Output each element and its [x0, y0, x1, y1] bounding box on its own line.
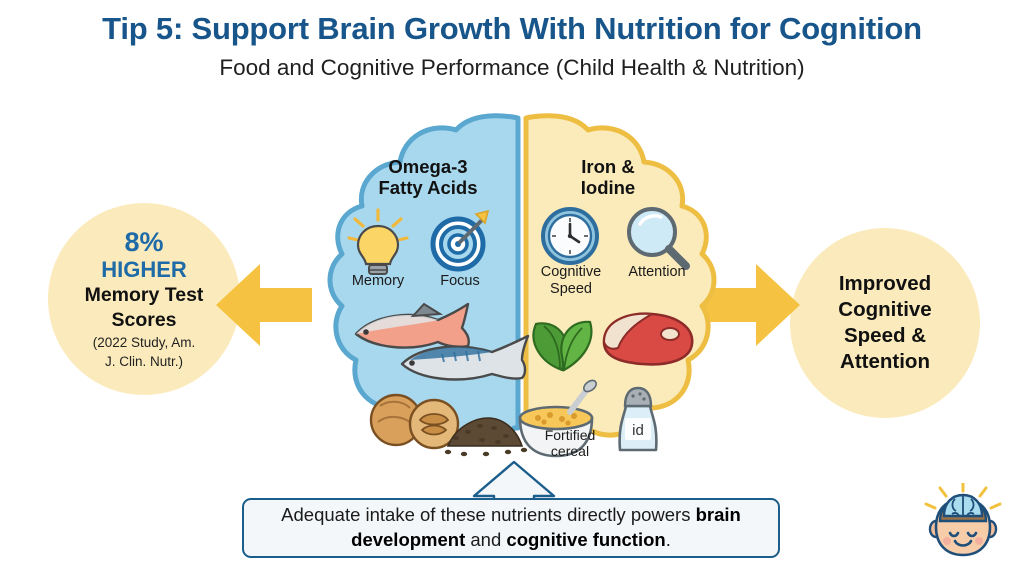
- right-outcome-circle: Improved Cognitive Speed & Attention: [790, 228, 980, 418]
- salmon-icon: [354, 302, 470, 349]
- left-arrow-icon: [216, 264, 312, 346]
- cereal-bowl-icon: [518, 379, 597, 458]
- stat-label-line1: Memory Test: [84, 284, 204, 307]
- left-lobe-title-line2: Fatty Acids: [378, 177, 478, 199]
- right-lobe-title-line1: Iron &: [581, 156, 635, 177]
- stat-label-line2: Scores: [111, 308, 177, 331]
- caption-part2: and: [465, 529, 507, 550]
- stat-value: 8%: [124, 227, 164, 258]
- fortified-cereal-caption-line2: cereal: [550, 442, 590, 459]
- left-stat-circle: 8% HIGHER Memory Test Scores (2022 Study…: [48, 203, 240, 395]
- header: Tip 5: Support Brain Growth With Nutriti…: [0, 11, 1024, 81]
- attention-caption: Attention: [628, 264, 686, 280]
- caption-text: Adequate intake of these nutrients direc…: [244, 503, 778, 553]
- caption-bold1: brain development: [351, 504, 741, 550]
- outcome-line3: Speed &: [843, 324, 927, 347]
- caption-part1: Adequate intake of these nutrients direc…: [281, 504, 696, 526]
- stat-source-line2: J. Clin. Nutr.): [104, 353, 183, 369]
- salt-shaker-icon: id: [618, 386, 658, 452]
- stat-emphasis: HIGHER: [101, 256, 187, 282]
- caption-box: Adequate intake of these nutrients direc…: [242, 498, 780, 558]
- brain-kid-mascot-icon: [924, 483, 1002, 557]
- steak-icon: [602, 312, 694, 366]
- fortified-cereal-caption: Fortified cereal: [524, 427, 616, 460]
- stat-source-line1: (2022 Study, Am.: [92, 334, 196, 350]
- lightbulb-icon: [347, 208, 409, 275]
- cognitive-speed-caption-line2: Speed: [550, 280, 592, 297]
- caption-bold2: cognitive function: [506, 529, 666, 550]
- page-title: Tip 5: Support Brain Growth With Nutriti…: [102, 11, 922, 46]
- focus-caption: Focus: [440, 273, 480, 289]
- outcome-line1: Improved: [838, 271, 932, 295]
- walnut-icon: [369, 393, 460, 450]
- salt-shaker-label: id: [632, 422, 644, 439]
- brain-diagram: id: [327, 113, 717, 458]
- mackerel-icon: [400, 334, 530, 381]
- outcome-line2: Cognitive: [838, 297, 932, 321]
- caption-part3: .: [665, 529, 671, 550]
- fortified-cereal-caption-line1: Fortified: [544, 427, 596, 443]
- target-icon: [430, 209, 490, 272]
- outcome-line4: Attention: [840, 350, 930, 374]
- right-arrow-icon: [704, 264, 800, 346]
- page-subtitle: Food and Cognitive Performance (Child He…: [219, 54, 805, 80]
- seeds-icon: [444, 417, 528, 457]
- left-lobe-title-line1: Omega-3: [388, 156, 468, 177]
- clock-icon: [541, 207, 599, 265]
- spinach-icon: [532, 320, 593, 372]
- left-lobe-title: Omega-3 Fatty Acids: [330, 156, 526, 198]
- right-lobe-title: Iron & Iodine: [520, 156, 696, 198]
- memory-caption: Memory: [351, 273, 405, 289]
- cognitive-speed-caption-line1: Cognitive: [540, 264, 602, 280]
- right-lobe-title-line2: Iodine: [580, 177, 636, 199]
- cognitive-speed-caption: Cognitive Speed: [522, 264, 620, 297]
- magnifier-icon: [627, 207, 690, 270]
